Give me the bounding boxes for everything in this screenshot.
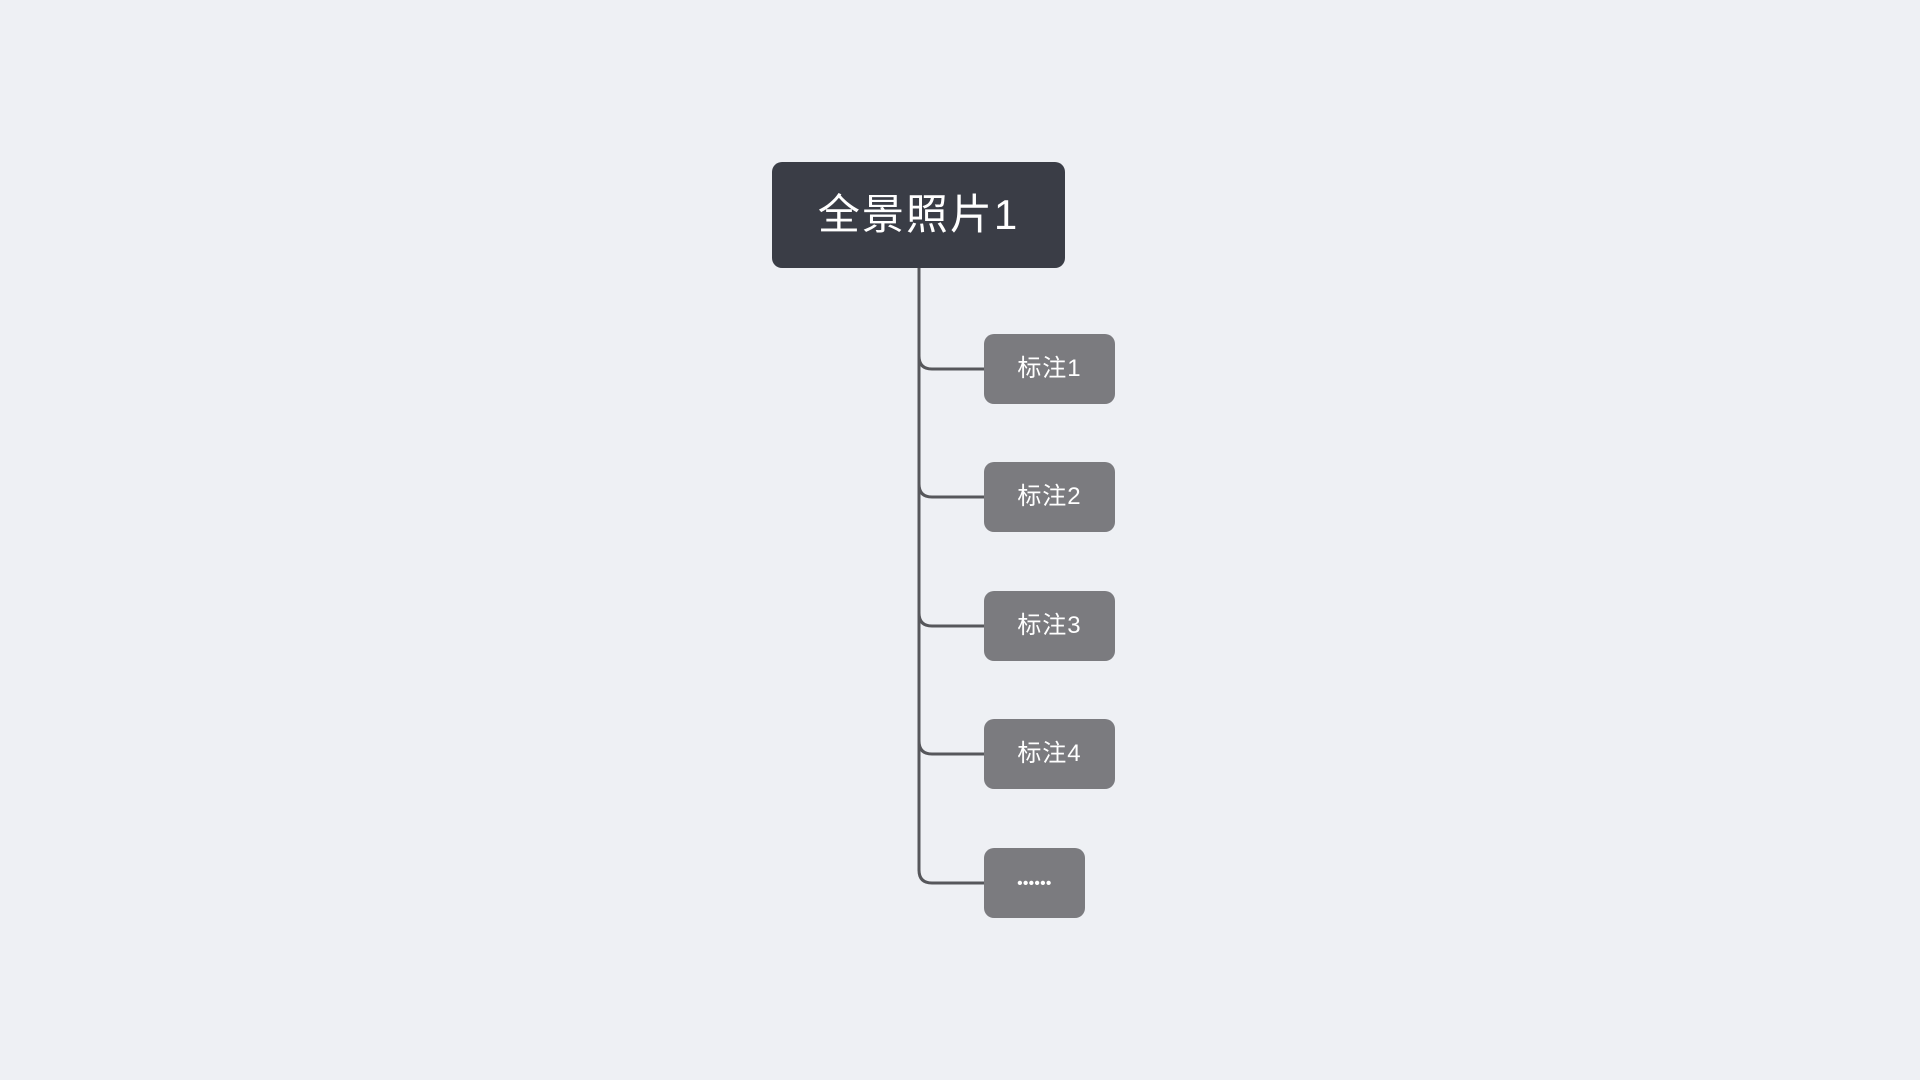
connector-branch — [917, 354, 988, 371]
root-topic-label: 全景照片1 — [817, 191, 1020, 238]
subtopic-label: 标注3 — [1017, 612, 1082, 639]
subtopic-node-4[interactable]: 标注4 — [984, 719, 1115, 789]
connector-branch — [917, 482, 988, 499]
subtopic-node-2[interactable]: 标注2 — [984, 462, 1115, 532]
subtopic-label: 标注1 — [1017, 355, 1082, 382]
subtopic-node-ellipsis[interactable]: •••••• — [984, 848, 1085, 918]
subtopic-node-1[interactable]: 标注1 — [984, 334, 1115, 404]
subtopic-label: •••••• — [1017, 874, 1052, 892]
subtopic-label: 标注4 — [1017, 740, 1082, 767]
root-topic-node[interactable]: 全景照片1 — [772, 162, 1065, 268]
connector-branch — [917, 868, 988, 885]
subtopic-node-3[interactable]: 标注3 — [984, 591, 1115, 661]
connector-branch — [917, 739, 988, 756]
subtopic-label: 标注2 — [1017, 483, 1082, 510]
connector-branch — [917, 611, 988, 628]
